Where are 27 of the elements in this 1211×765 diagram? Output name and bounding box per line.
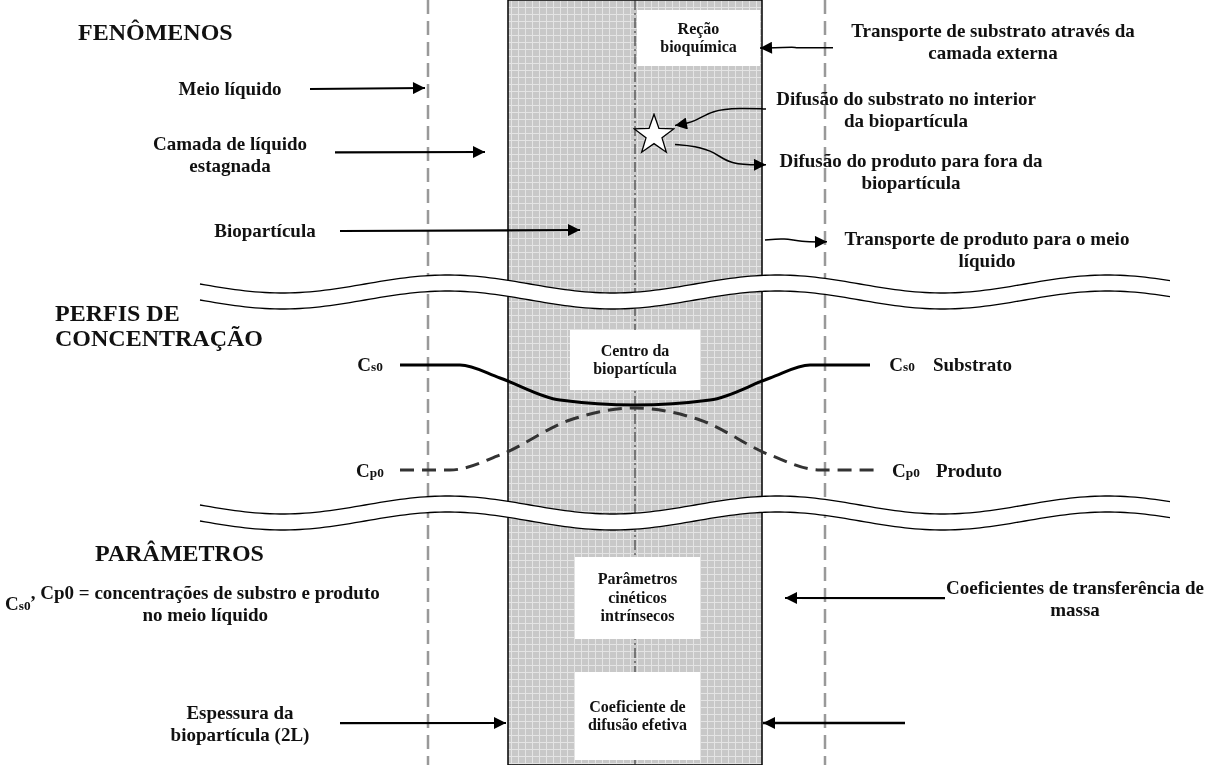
text-label: Meio líquido <box>150 76 310 102</box>
arrow <box>310 82 425 95</box>
arrow <box>674 107 767 130</box>
text-label: Difusão do produto para fora da biopartícula <box>766 148 1056 196</box>
arrow <box>674 143 767 171</box>
text-label: Transporte de produto para o meio líquido <box>827 226 1147 274</box>
section-heading: PERFIS DE CONCENTRAÇÃO <box>55 300 264 352</box>
arrow <box>764 235 828 248</box>
arrow <box>785 592 945 604</box>
text-label: Coeficientes de transferência de massa <box>945 576 1205 622</box>
text-label: Transporte de substrato através da camada externa <box>833 18 1153 66</box>
text-label: Substrato <box>931 353 1014 378</box>
section-heading: PARÂMETROS <box>95 539 265 569</box>
text-label: Biopartícula <box>190 218 340 244</box>
arrow <box>340 717 506 729</box>
label-panel: Parâmetros cinéticos intrínsecos <box>575 557 700 639</box>
text-label: Camada de líquido estagnada <box>125 128 335 182</box>
label-panel: Coeficiente de difusão efetiva <box>575 672 700 760</box>
text-label: Espessura da biopartícula (2L) <box>140 700 340 748</box>
arrow <box>340 224 580 237</box>
text-label: Difusão do substrato no interior da biopartícula <box>766 86 1046 134</box>
text-label: Produto <box>934 459 1004 484</box>
arrow <box>335 146 485 158</box>
label-panel: Reção bioquímica <box>637 10 760 66</box>
arrow <box>759 41 834 54</box>
label-panel: Centro da biopartícula <box>570 330 700 390</box>
section-heading: FENÔMENOS <box>78 18 234 48</box>
